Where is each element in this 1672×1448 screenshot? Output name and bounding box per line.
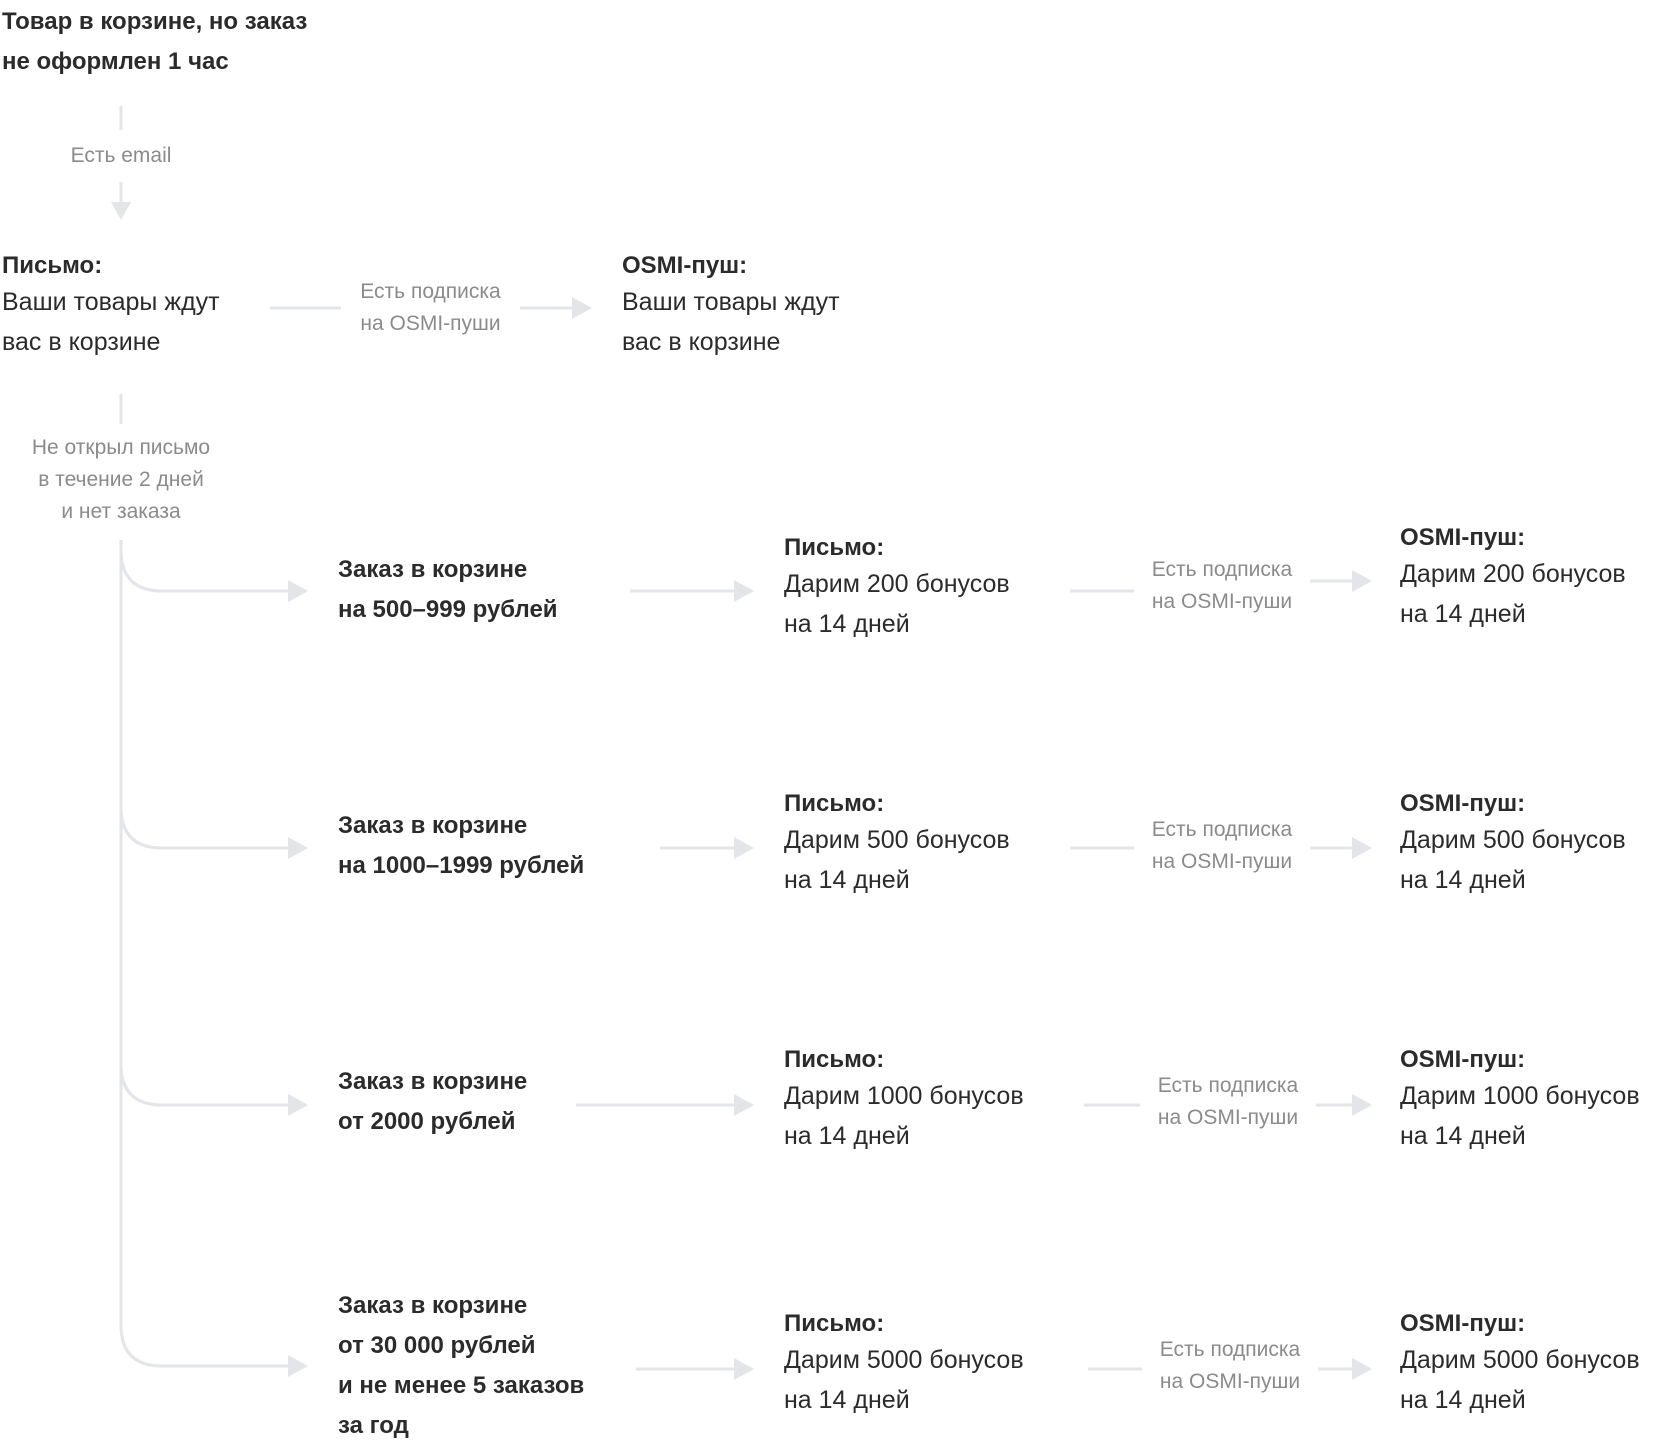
condition-node-1: Заказ в корзине на 500–999 рублей [338,550,558,630]
edge-label-line-1: Есть подписка [360,280,501,303]
condition-line: на 500–999 рублей [338,596,558,623]
email-title: Письмо: [784,1046,885,1073]
condition-line: Заказ в корзине [338,1292,528,1319]
email-title: Письмо: [784,1310,885,1337]
push-title: OSMI-пуш: [1400,524,1526,551]
push-line-1: Дарим 200 бонусов [1400,560,1626,588]
edge-label-line-2: на OSMI-пуши [1151,850,1293,873]
email-line-2: вас в корзине [2,328,161,356]
trigger-line-1: Товар в корзине, но заказ [2,8,308,35]
arrowhead [1352,1358,1372,1380]
edge-label-line-2: на OSMI-пуши [1159,1370,1301,1393]
edge-label-line-1: Есть подписка [1157,1074,1299,1097]
condition-line: Заказ в корзине [338,556,528,583]
condition-line: от 2000 рублей [338,1108,516,1135]
edge-label-line-2: на OSMI-пуши [1151,590,1293,613]
trigger-line-2: не оформлен 1 час [2,48,229,75]
arrowhead [734,1094,754,1116]
arrowhead [1352,1094,1372,1116]
email-line-2: на 14 дней [784,610,910,638]
edge-label-line-1: Есть подписка [1151,818,1293,841]
edge-label-line-1: Не открыл письмо [31,436,211,459]
email-line-1: Ваши товары ждут [2,288,220,316]
push-line-2: вас в корзине [622,328,781,356]
push-line-1: Ваши товары ждут [622,288,840,316]
edge-label-line-1: Есть подписка [1159,1338,1301,1361]
email-line-1: Дарим 500 бонусов [784,826,1010,854]
email-node-2: Письмо: Дарим 500 бонусов на 14 дней [784,788,1010,900]
trigger-node: Товар в корзине, но заказ не оформлен 1 … [2,2,307,82]
condition-line: и не менее 5 заказов [338,1372,585,1399]
edge-label-line-2: в течение 2 дней [38,468,204,491]
edge-label-line-3: и нет заказа [61,500,181,523]
email-node-1: Письмо: Дарим 200 бонусов на 14 дней [784,532,1010,644]
push-line-2: на 14 дней [1400,866,1526,894]
push-node-main: OSMI-пуш: Ваши товары ждут вас в корзине [622,250,840,362]
connector-branch-2 [119,806,290,850]
email-node-3: Письмо: Дарим 1000 бонусов на 14 дней [784,1044,1024,1156]
edge-label-line-2: на OSMI-пуши [360,312,501,335]
arrowhead [734,580,754,602]
connector-branch-1 [119,549,290,593]
email-title: Письмо: [784,790,885,817]
email-title: Письмо: [784,534,885,561]
edge-label-push-2: Есть подписка на OSMI-пуши [1136,814,1308,878]
arrowhead [1352,837,1372,859]
condition-node-4: Заказ в корзине от 30 000 рублей и не ме… [338,1286,584,1446]
email-title: Письмо: [2,252,103,279]
arrowhead-down [111,202,131,220]
arrowhead [288,580,308,602]
push-node-1: OSMI-пуш: Дарим 200 бонусов на 14 дней [1400,522,1626,634]
email-line-2: на 14 дней [784,866,910,894]
edge-label-email: Есть email [70,144,172,167]
arrowhead [572,297,592,319]
push-line-1: Дарим 5000 бонусов [1400,1346,1640,1374]
push-title: OSMI-пуш: [1400,1310,1526,1337]
arrowhead [288,837,308,859]
edge-label-line-2: на OSMI-пуши [1157,1106,1299,1129]
push-node-2: OSMI-пуш: Дарим 500 бонусов на 14 дней [1400,788,1626,900]
condition-line: на 1000–1999 рублей [338,852,585,879]
push-title: OSMI-пуш: [1400,1046,1526,1073]
push-line-2: на 14 дней [1400,600,1526,628]
email-line-1: Дарим 200 бонусов [784,570,1010,598]
edge-label-push-1: Есть подписка на OSMI-пуши [1136,554,1308,618]
condition-node-3: Заказ в корзине от 2000 рублей [338,1062,527,1142]
email-node-4: Письмо: Дарим 5000 бонусов на 14 дней [784,1308,1024,1420]
connector-trunk [119,540,290,1368]
edge-label-push-4: Есть подписка на OSMI-пуши [1144,1334,1316,1398]
arrowhead [1352,570,1372,592]
arrowhead [734,1358,754,1380]
arrowhead [734,837,754,859]
email-line-2: на 14 дней [784,1386,910,1414]
push-node-4: OSMI-пуш: Дарим 5000 бонусов на 14 дней [1400,1308,1640,1420]
connector-branch-3 [119,1063,290,1107]
push-line-2: на 14 дней [1400,1122,1526,1150]
condition-node-2: Заказ в корзине на 1000–1999 рублей [338,806,584,886]
edge-label-push-top: Есть подписка на OSMI-пуши [343,276,518,340]
condition-line: за год [338,1412,409,1439]
arrowhead [288,1355,308,1377]
edge-label-line-1: Есть подписка [1151,558,1293,581]
push-line-2: на 14 дней [1400,1386,1526,1414]
arrowhead [288,1094,308,1116]
condition-line: от 30 000 рублей [338,1332,536,1359]
email-line-1: Дарим 1000 бонусов [784,1082,1024,1110]
email-node-main: Письмо: Ваши товары ждут вас в корзине [2,250,220,362]
email-line-2: на 14 дней [784,1122,910,1150]
push-line-1: Дарим 500 бонусов [1400,826,1626,854]
edge-label-push-3: Есть подписка на OSMI-пуши [1142,1070,1314,1134]
push-title: OSMI-пуш: [622,252,748,279]
push-node-3: OSMI-пуш: Дарим 1000 бонусов на 14 дней [1400,1044,1640,1156]
email-line-1: Дарим 5000 бонусов [784,1346,1024,1374]
condition-line: Заказ в корзине [338,1068,528,1095]
condition-line: Заказ в корзине [338,812,528,839]
push-line-1: Дарим 1000 бонусов [1400,1082,1640,1110]
push-title: OSMI-пуш: [1400,790,1526,817]
edge-label-not-opened: Не открыл письмо в течение 2 дней и нет … [10,432,232,528]
